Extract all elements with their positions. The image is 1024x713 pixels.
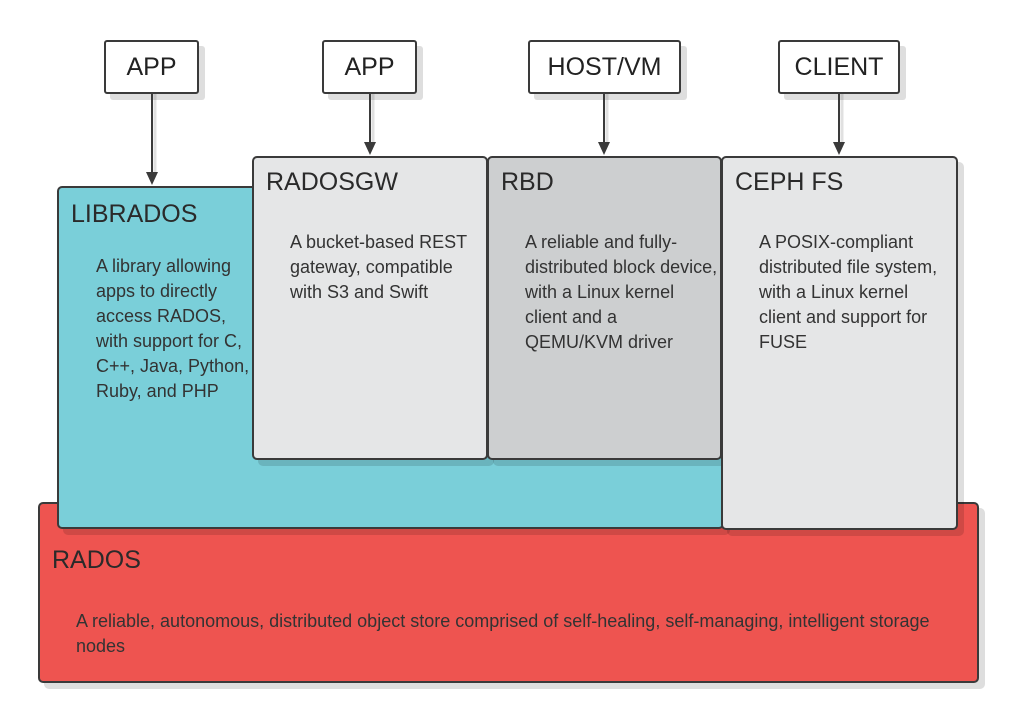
app-box-1: APP xyxy=(104,40,199,94)
librados-description: A library allowing apps to directly acce… xyxy=(96,256,250,401)
cephfs-description: A POSIX-compliant distributed file syste… xyxy=(759,232,938,352)
radosgw-description: A bucket-based REST gateway, compatible … xyxy=(290,232,467,302)
cephfs-box: CEPH FS A POSIX-compliant distributed fi… xyxy=(721,156,958,530)
arrow-app-to-librados xyxy=(146,94,158,185)
rbd-description: A reliable and fully-distributed block d… xyxy=(525,232,718,352)
host-vm-box: HOST/VM xyxy=(528,40,681,94)
rbd-box: RBD A reliable and fully-distributed blo… xyxy=(487,156,722,460)
radosgw-title: RADOSGW xyxy=(266,168,398,196)
radosgw-box: RADOSGW A bucket-based REST gateway, com… xyxy=(252,156,488,460)
client-label: CLIENT xyxy=(794,52,884,81)
rados-box: RADOS A reliable, autonomous, distribute… xyxy=(38,502,979,683)
app-label-2: APP xyxy=(344,52,395,81)
rados-title: RADOS xyxy=(52,546,141,574)
rados-description: A reliable, autonomous, distributed obje… xyxy=(76,611,930,656)
librados-title: LIBRADOS xyxy=(71,200,198,228)
arrow-client-to-cephfs xyxy=(833,94,845,155)
app-label-1: APP xyxy=(126,52,177,81)
rbd-title: RBD xyxy=(501,168,554,196)
arrow-host-to-rbd xyxy=(598,94,610,155)
client-box: CLIENT xyxy=(778,40,900,94)
cephfs-title: CEPH FS xyxy=(735,168,844,196)
app-box-2: APP xyxy=(322,40,417,94)
arrow-app-to-radosgw xyxy=(364,94,376,155)
host-vm-label: HOST/VM xyxy=(547,52,662,81)
